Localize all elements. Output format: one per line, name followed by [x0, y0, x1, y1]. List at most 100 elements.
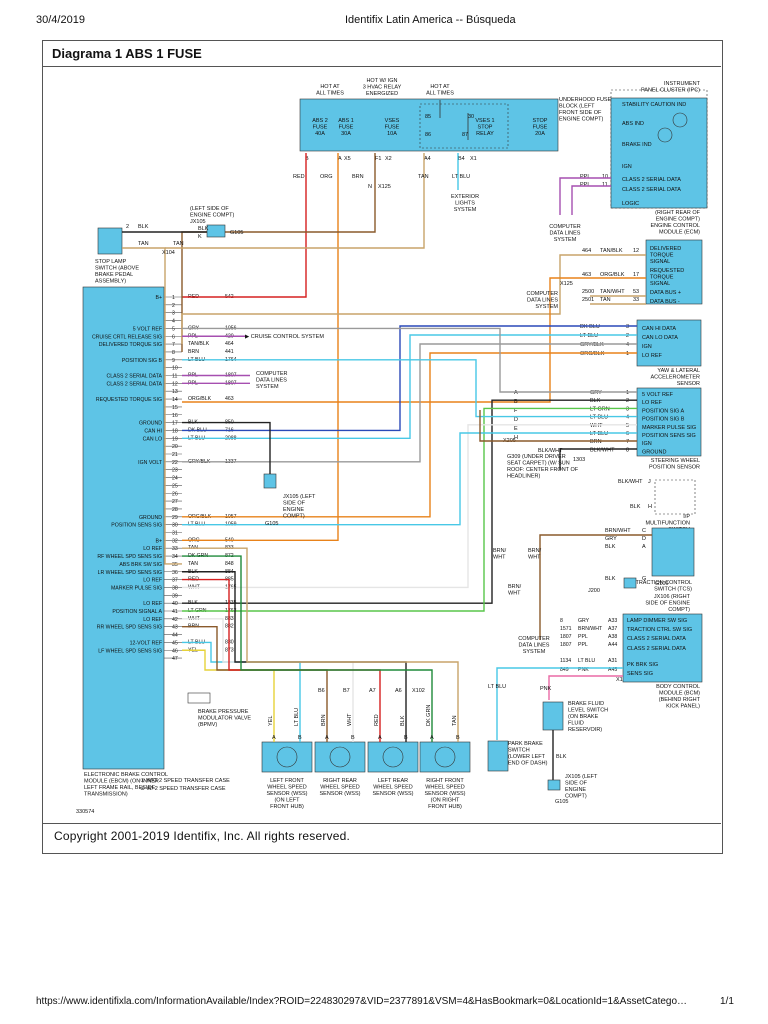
park-brake-label-line: PARK BRAKE	[508, 741, 543, 747]
wire-wss-1-0	[182, 626, 328, 742]
steer-pin-3: 3	[626, 406, 629, 412]
tcs-name-line: SWITCH (TCS)	[654, 587, 692, 593]
relay-pin-30: 30	[468, 114, 474, 120]
ebcm-wire-color-35: TAN	[188, 561, 198, 567]
ipc-item-2: BRAKE IND	[622, 142, 652, 148]
cds-label-ebcm-line: DATA LINES	[256, 378, 287, 384]
ebcm-pin-44: 44	[172, 633, 178, 639]
source-url[interactable]: https://www.identifixla.com/InformationA…	[36, 996, 688, 1007]
wire-blkwht-steer-gnd	[559, 448, 637, 470]
ground-g309-label-line: ROOF: CENTER FRONT OF	[507, 467, 579, 473]
jx105-top-label-line: (LEFT SIDE OF	[190, 206, 229, 212]
ebcm-pin-4: 4	[172, 319, 175, 325]
park-brake-label-line: END OF DASH)	[508, 761, 548, 767]
steer-item-1: LO REF	[642, 400, 663, 406]
ebcm-pin-12: 12	[172, 381, 178, 387]
abs-ind-lamp	[672, 112, 688, 128]
tcs-wire-0: BRN/WHT	[605, 528, 631, 534]
steer-pin-5: 5	[626, 423, 629, 429]
bcm-color-2: PPL	[578, 634, 588, 640]
ebcm-pin-40: 40	[172, 601, 178, 607]
ecm-pin-33: 33	[633, 297, 639, 303]
ebcm-pin-43: 43	[172, 625, 178, 631]
brake-ind-lamp	[657, 127, 673, 143]
exterior-lights-label-line: EXTERIOR	[451, 194, 479, 200]
yaw-item-0: CAN HI DATA	[642, 326, 676, 332]
steer-gnd-wire: BLK/WHT	[538, 448, 563, 454]
ebcm-pin-20: 20	[172, 444, 178, 450]
ebcm-pin-label-41: POSITION SIGNAL A	[112, 609, 162, 615]
ebcm-pin-3: 3	[172, 311, 175, 317]
wheel-sensor-name-2-line: SENSOR (WSS)	[373, 791, 414, 797]
ipc-item-0: STABILITY CAUTION IND	[622, 102, 686, 108]
bcm-item-0: LAMP DIMMER SW SIG	[627, 618, 687, 624]
stop-lamp-label-line: STOP LAMP	[95, 259, 127, 265]
wire-steer-5	[182, 432, 637, 526]
ecm-item-2: DATA BUS +	[650, 290, 681, 296]
bcm-color-4: LT BLU	[578, 658, 595, 664]
ebcm-pin-label-34: RF WHEEL SPD SENS SIG	[97, 554, 162, 560]
hot-label-3-line: HOT AT	[430, 84, 450, 90]
g105-top: G105	[230, 230, 243, 236]
ebcm-pin-33: 33	[172, 546, 178, 552]
wire-label-ltblu-park: LT BLU	[488, 684, 506, 690]
cds-label-ecm-line: SYSTEM	[535, 304, 558, 310]
ebcm-pin-label-35: ABS BRK SW SIG	[119, 562, 162, 568]
ebcm-pin-label-9: POSITION SIG B	[122, 358, 163, 364]
fuse-0-label-line: FUSE	[313, 125, 328, 131]
wire-wss-2-0	[182, 578, 381, 742]
jx105-mid-label-line: ENGINE	[283, 507, 304, 513]
fluid-blk: BLK	[556, 754, 567, 760]
page-number: 1/1	[720, 996, 734, 1007]
imf-switch-outline	[654, 479, 696, 515]
ebcm-pin-label-19: CAN LO	[143, 436, 162, 442]
bcm-pin-A31: A31	[608, 658, 617, 664]
wheel-sensor-name-0-line: FRONT HUB)	[270, 804, 304, 810]
steer-item-7: GROUND	[642, 449, 666, 455]
tcs-jx-line: JX106 (RIGHT	[654, 594, 691, 600]
stop-lamp-label-line: BRAKE PEDAL	[95, 272, 133, 278]
steer-conn-E: E	[514, 426, 518, 432]
ecm-color-3: TAN	[600, 297, 611, 303]
ebcm-circuit-14: 463	[225, 396, 234, 402]
note-wire-c: BRN/WHT	[508, 584, 522, 597]
wheel-sensor-name-1-line: SENSOR (WSS)	[320, 791, 361, 797]
tcs-module	[651, 527, 695, 577]
bcm-item-3: CLASS 2 SERIAL DATA	[627, 646, 686, 652]
wss-wire-label-2-1: BLK	[400, 715, 406, 726]
wss-wire-label-1-1: WHT	[347, 713, 353, 726]
bpmv-label-line: BRAKE PRESSURE	[198, 709, 249, 715]
yaw-item-2: IGN	[642, 344, 652, 350]
figure-number: 330574	[76, 809, 94, 815]
jx105-mid-label-line: SIDE OF	[283, 501, 306, 507]
ebcm-pin-14: 14	[172, 397, 178, 403]
ebcm-pin-31: 31	[172, 531, 178, 537]
wire-dkblu-716	[182, 325, 637, 432]
pin-k-top: K	[198, 234, 202, 240]
ebcm-pin-label-30: POSITION SENS SIG	[111, 523, 162, 529]
bcm-name-line: KICK PANEL)	[666, 704, 700, 710]
wheel-sensor-name-0-line: LEFT FRONT	[270, 778, 304, 784]
ebcm-pin-18: 18	[172, 428, 178, 434]
bcm-color-1: BRN/WHT	[578, 626, 603, 632]
ecm-name-line: (RIGHT REAR OF	[655, 210, 700, 216]
wire-ltblu-2088	[182, 334, 637, 439]
ebcm-pin-29: 29	[172, 515, 178, 521]
wss-wire-label-1-0: BRN	[321, 714, 327, 726]
ebcm-pin-label-40: LO REF	[143, 601, 162, 607]
ecm-item-3-line: DATA BUS -	[650, 299, 680, 305]
ebcm-pin-15: 15	[172, 405, 178, 411]
x102-pin-A6: A6	[395, 688, 402, 694]
wire-brn-441	[181, 153, 376, 352]
ebcm-pin-label-37: LO REF	[143, 578, 162, 584]
steer-pin-4: 4	[626, 415, 629, 421]
wss-wire-label-2-0: RED	[374, 714, 380, 726]
relay-pin-87: 87	[462, 132, 468, 138]
ecm-item-0-line: SIGNAL	[650, 259, 670, 265]
